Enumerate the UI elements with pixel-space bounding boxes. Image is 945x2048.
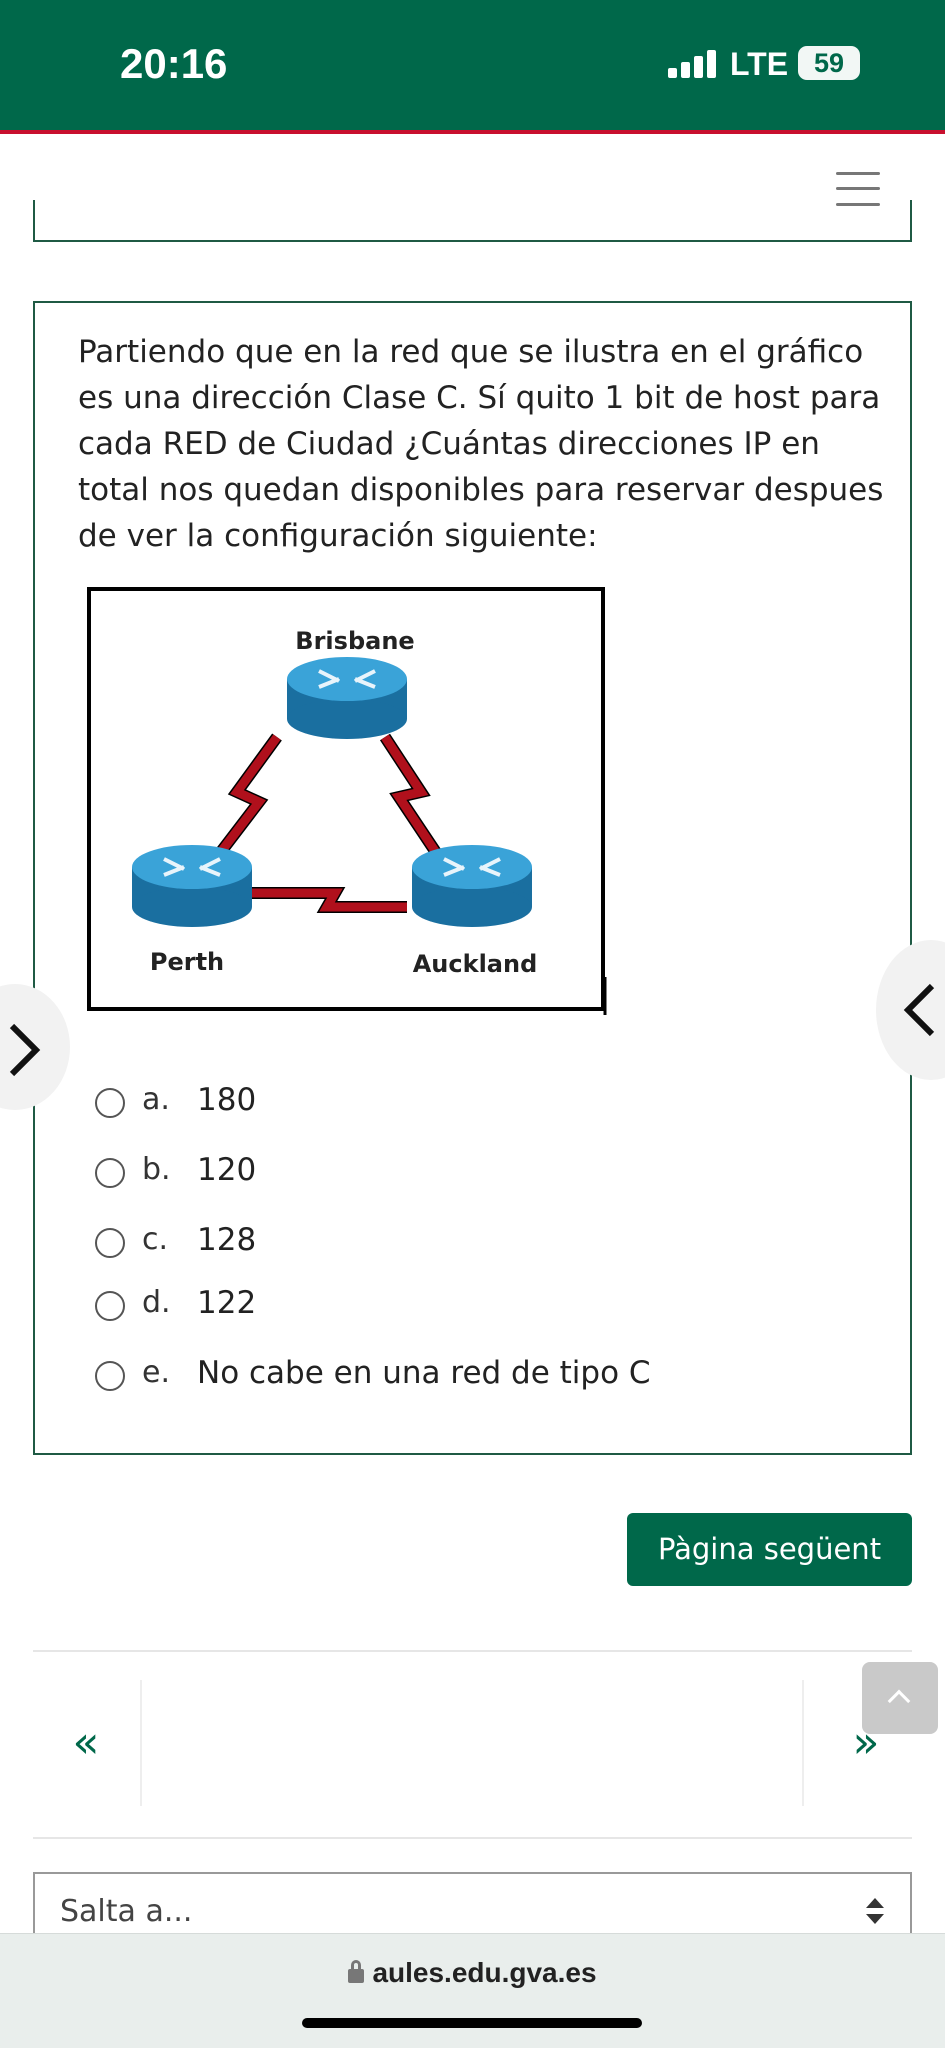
header-accent-line xyxy=(0,130,945,134)
router-auckland-icon xyxy=(412,845,532,927)
divider xyxy=(33,1650,912,1652)
lock-icon xyxy=(348,1960,365,1983)
status-bar: 20:16 LTE 59 xyxy=(0,0,945,130)
chevron-right-icon xyxy=(9,1023,41,1077)
top-navbar xyxy=(0,134,945,244)
radio-c[interactable] xyxy=(95,1228,125,1258)
radio-e[interactable] xyxy=(95,1361,125,1391)
radio-a[interactable] xyxy=(95,1088,125,1118)
question-card: Partiendo que en la red que se ilustra e… xyxy=(33,301,912,1455)
battery-icon: 59 xyxy=(798,46,860,80)
url-display[interactable]: aules.edu.gva.es xyxy=(0,1957,945,1989)
previous-activity-icon[interactable]: « xyxy=(72,1717,100,1768)
label-auckland: Auckland xyxy=(413,950,538,978)
radio-d[interactable] xyxy=(95,1291,125,1321)
label-perth: Perth xyxy=(150,948,224,976)
option-letter: c. xyxy=(142,1222,169,1257)
nav-divider xyxy=(140,1680,142,1806)
menu-icon[interactable] xyxy=(836,172,880,206)
jump-to-label: Salta a... xyxy=(60,1894,193,1929)
activity-navigation: « » xyxy=(33,1680,912,1806)
question-text: Partiendo que en la red que se ilustra e… xyxy=(78,334,884,554)
next-page-button[interactable]: Pàgina següent xyxy=(627,1513,912,1586)
option-letter: b. xyxy=(142,1152,171,1187)
option-letter: e. xyxy=(142,1355,170,1390)
browser-url-bar[interactable]: aules.edu.gva.es xyxy=(0,1933,945,2048)
signal-icon xyxy=(668,50,716,78)
router-perth-icon xyxy=(132,845,252,927)
option-b[interactable]: b. 120 xyxy=(95,1148,855,1198)
option-text: 120 xyxy=(197,1152,257,1188)
option-d[interactable]: d. 122 xyxy=(95,1281,855,1331)
option-e[interactable]: e. No cabe en una red de tipo C xyxy=(95,1351,855,1401)
chevron-left-icon xyxy=(903,983,935,1037)
router-brisbane-icon xyxy=(287,657,407,739)
option-text: No cabe en una red de tipo C xyxy=(197,1355,651,1391)
option-letter: d. xyxy=(142,1285,171,1320)
divider xyxy=(33,1837,912,1839)
option-text: 180 xyxy=(197,1082,257,1118)
radio-b[interactable] xyxy=(95,1158,125,1188)
serial-links xyxy=(212,733,444,913)
option-c[interactable]: c. 128 xyxy=(95,1218,855,1268)
option-a[interactable]: a. 180 xyxy=(95,1078,855,1128)
option-text: 122 xyxy=(197,1285,257,1321)
battery-level: 59 xyxy=(813,48,845,78)
network-diagram: Brisbane Perth Auckland xyxy=(87,587,607,1015)
previous-card-edge xyxy=(33,200,912,242)
nav-divider xyxy=(802,1680,804,1806)
select-arrows-icon xyxy=(866,1898,884,1924)
back-to-top-button[interactable] xyxy=(862,1662,938,1734)
option-text: 128 xyxy=(197,1222,257,1258)
url-text: aules.edu.gva.es xyxy=(372,1957,597,1988)
status-time: 20:16 xyxy=(120,40,228,87)
home-indicator xyxy=(302,2018,642,2028)
label-brisbane: Brisbane xyxy=(295,627,414,655)
chevron-up-icon xyxy=(887,1689,911,1713)
option-letter: a. xyxy=(142,1082,170,1117)
network-type: LTE xyxy=(730,46,789,82)
